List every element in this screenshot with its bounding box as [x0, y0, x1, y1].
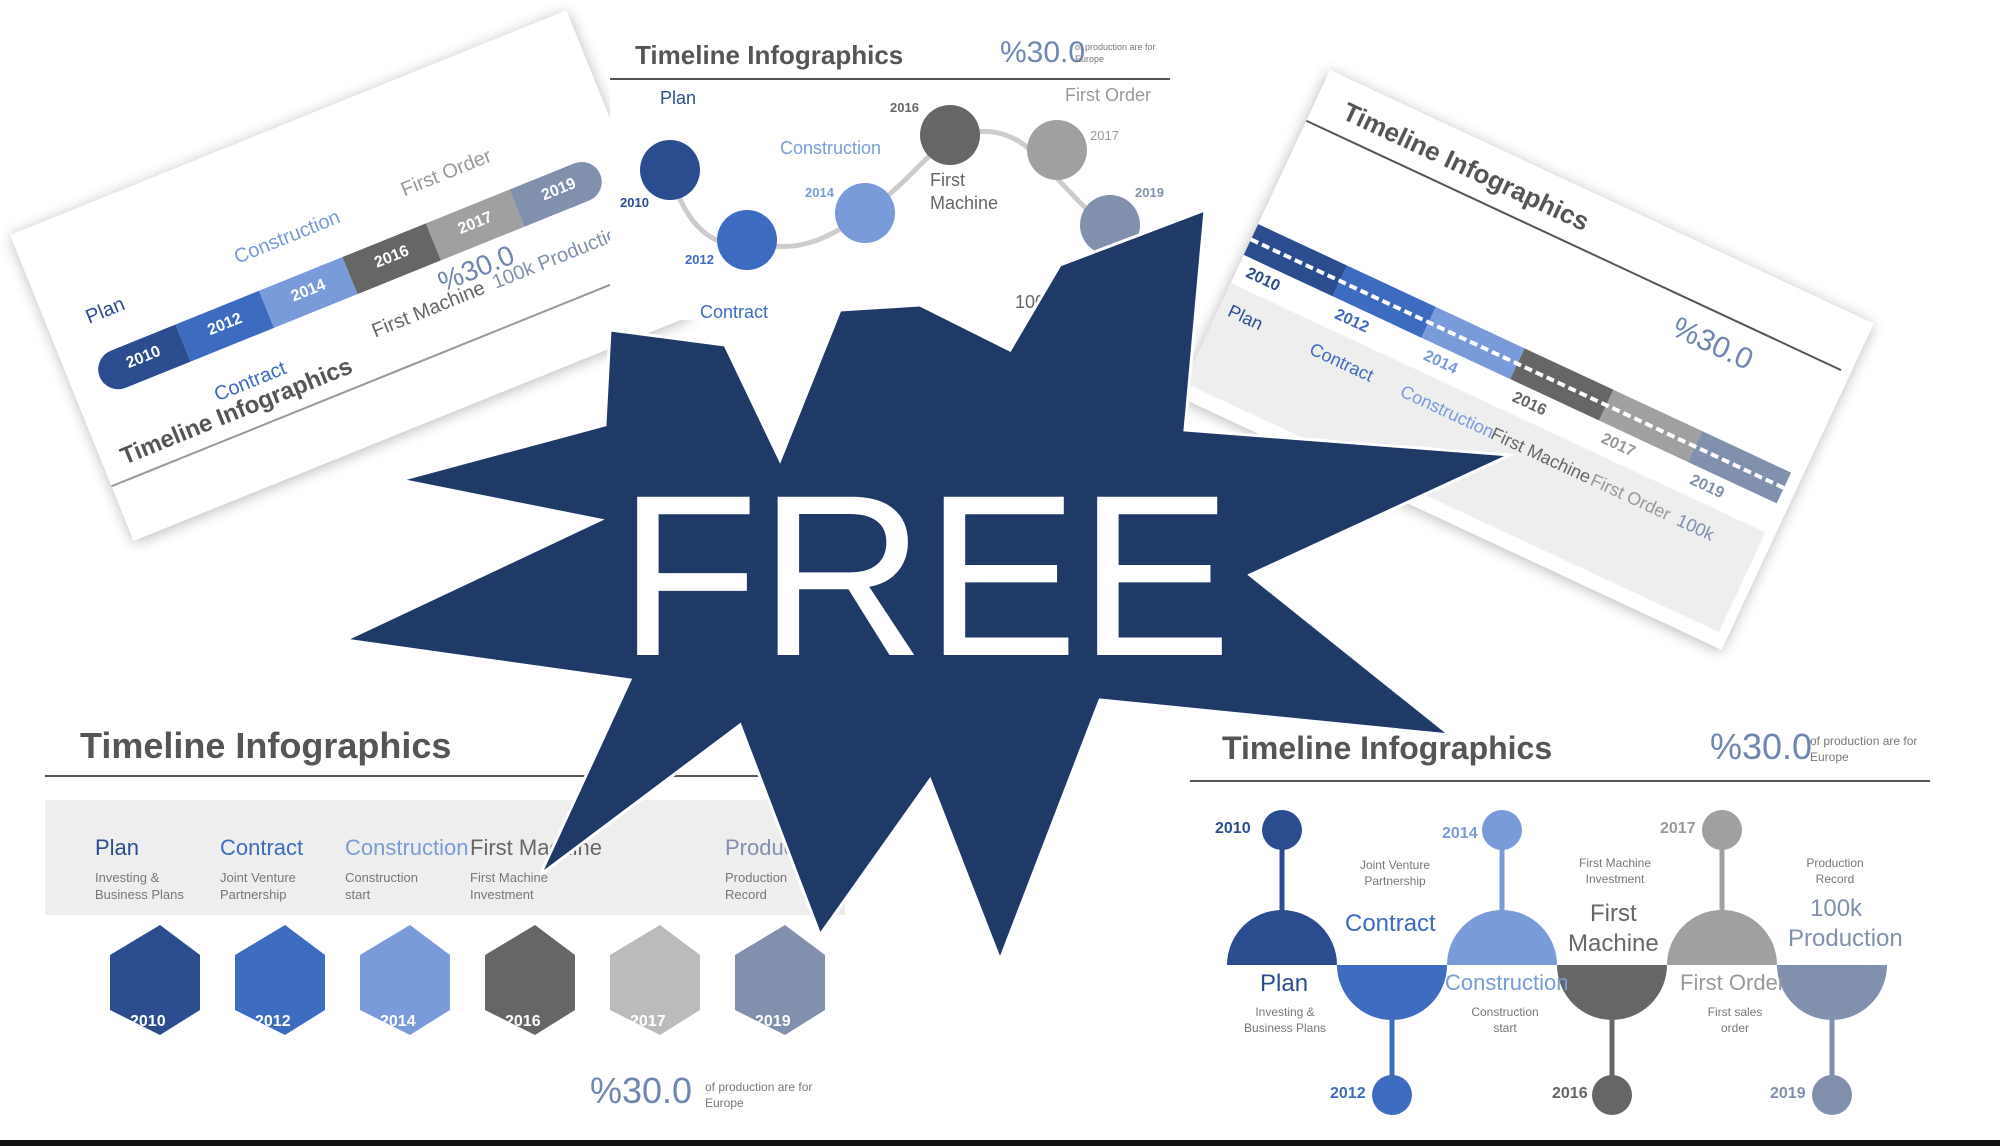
percent-note: of production are for Europe	[1810, 734, 1918, 764]
percent-note: of production are for Europe	[705, 1080, 813, 1110]
year-2019: 2019	[1135, 185, 1164, 200]
card-top-center: Timeline Infographics %30.0 of productio…	[610, 30, 1180, 322]
hexagon-row	[110, 925, 825, 1035]
step-desc-machine: First Machine Investment	[1578, 856, 1652, 886]
step-label-order: First Order	[1065, 85, 1152, 105]
step-label-machine-b: Machine	[1568, 930, 1659, 957]
percent-value: %30.0	[590, 1070, 693, 1111]
step-desc-plan: Investing & Business Plans	[1243, 1005, 1327, 1035]
step-desc-production: Production Record	[1806, 856, 1864, 886]
labels-band	[45, 800, 845, 915]
step-desc-order: First sales order	[1707, 1005, 1763, 1035]
year-2012: 2012	[1330, 1085, 1366, 1102]
title-rule	[610, 78, 1170, 80]
wave-timeline	[640, 105, 1140, 270]
lollipop-timeline	[1227, 810, 1887, 1115]
card-title: Timeline Infographics	[635, 40, 904, 70]
step-label-construction: Construction	[780, 138, 882, 158]
bottom-border	[0, 1140, 2000, 1146]
step-desc-construction: Construction start	[1471, 1005, 1539, 1035]
card-title: Timeline Infographics	[1222, 730, 1553, 766]
step-label-contract: Contract	[1345, 910, 1436, 937]
step-desc-construction: Construction start	[345, 870, 418, 902]
year-2019: 2019	[755, 1013, 791, 1030]
step-label-machine-b: Machine	[930, 193, 999, 213]
card-bottom-left: Timeline Infographics Plan Investing & B…	[40, 715, 860, 1135]
step-desc-production: Production Record	[725, 870, 788, 902]
year-2017: 2017	[1660, 820, 1696, 837]
step-desc-machine: First Machine Investment	[470, 870, 549, 902]
free-label: FREE	[618, 447, 1231, 704]
year-2014: 2014	[805, 185, 834, 200]
year-2012: 2012	[255, 1013, 291, 1030]
step-label-plan: Plan	[95, 835, 140, 860]
year-2010: 2010	[620, 195, 649, 210]
step-label-production-b: Production	[1788, 925, 1903, 952]
year-2019: 2019	[1770, 1085, 1806, 1102]
step-label-plan: Plan	[1260, 970, 1309, 997]
year-2016: 2016	[890, 100, 919, 115]
step-desc-plan: Investing & Business Plans	[95, 870, 184, 902]
step-desc-contract: Joint Venture Partnership	[1359, 858, 1431, 888]
title-rule	[45, 775, 855, 777]
year-2012: 2012	[685, 252, 714, 267]
card-bottom-right: Timeline Infographics %30.0 of productio…	[1190, 720, 1950, 1140]
percent-value: %30.0	[1000, 36, 1086, 69]
title-rule	[1190, 780, 1930, 782]
step-label-construction: Construction	[345, 835, 469, 860]
year-2016: 2016	[505, 1013, 541, 1030]
step-label-contract: Contract	[220, 835, 304, 860]
year-2016: 2016	[1552, 1085, 1588, 1102]
step-label-plan: Plan	[660, 88, 697, 108]
percent-value: %30.0	[1710, 726, 1813, 767]
step-label-order: First Order	[1680, 970, 1786, 995]
year-2010: 2010	[130, 1013, 166, 1030]
step-label-machine: First	[930, 170, 965, 190]
step-label-production: 100k	[1810, 895, 1863, 922]
year-2014: 2014	[380, 1013, 416, 1030]
year-2017: 2017	[630, 1013, 666, 1030]
starburst-shape	[339, 207, 1516, 965]
year-2010: 2010	[1215, 820, 1251, 837]
step-label-contract: Contract	[700, 302, 769, 322]
year-2017: 2017	[1090, 128, 1119, 143]
step-label-construction: Construction	[1445, 970, 1569, 995]
card-title: Timeline Infographics	[80, 725, 452, 766]
step-desc-contract: Joint Venture Partnership	[220, 870, 296, 902]
percent-note: of production are for Europe	[1075, 42, 1156, 64]
year-2014: 2014	[1442, 825, 1478, 842]
step-label-machine: First	[1590, 900, 1637, 927]
